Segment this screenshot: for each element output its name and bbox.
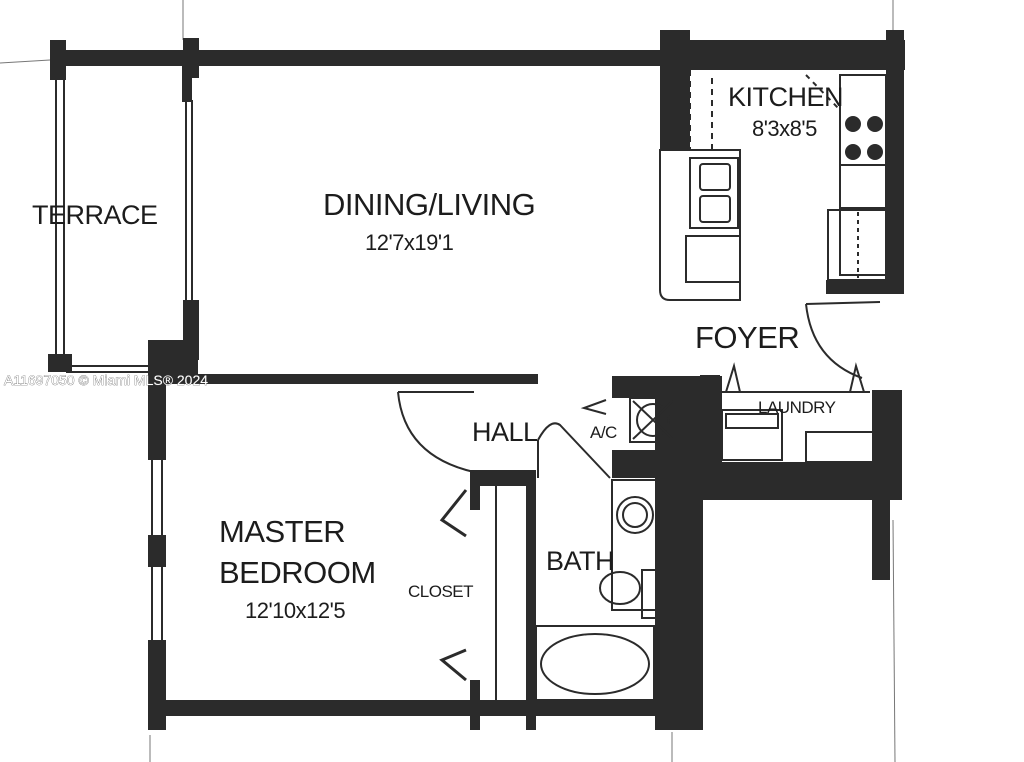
- kitchen-label: KITCHEN: [728, 82, 843, 112]
- kitchen-dimensions: 8'3x8'5: [752, 116, 817, 141]
- stove-burners: [845, 116, 883, 160]
- bath-fixtures: [535, 479, 659, 701]
- bath-label: BATH: [546, 546, 614, 576]
- bedroom-windows: [151, 460, 163, 640]
- hall-label: HALL: [472, 417, 538, 447]
- master-bedroom-dimensions: 12'10x12'5: [245, 598, 345, 623]
- kitchen-fixtures: [659, 70, 887, 301]
- door-swings: [397, 301, 881, 479]
- terrace-railing: [55, 80, 193, 373]
- guide-lines: [0, 0, 896, 762]
- foyer-label: FOYER: [695, 320, 799, 355]
- mls-watermark: A11697050 © Miami MLS® 2024: [4, 372, 208, 388]
- closet-label: CLOSET: [408, 582, 473, 601]
- ac-label: A/C: [590, 423, 617, 442]
- terrace-label: TERRACE: [32, 200, 158, 230]
- master-bedroom-label-line1: MASTER: [219, 514, 345, 549]
- dining-living-dimensions: 12'7x19'1: [365, 230, 454, 255]
- laundry-label: LAUNDRY: [758, 398, 836, 417]
- walls: [48, 30, 905, 730]
- closet-marks: [439, 486, 497, 700]
- ac-unit: [580, 397, 677, 443]
- dining-living-label: DINING/LIVING: [323, 187, 535, 222]
- master-bedroom-label-line2: BEDROOM: [219, 555, 376, 590]
- laundry-appliances: [721, 362, 875, 463]
